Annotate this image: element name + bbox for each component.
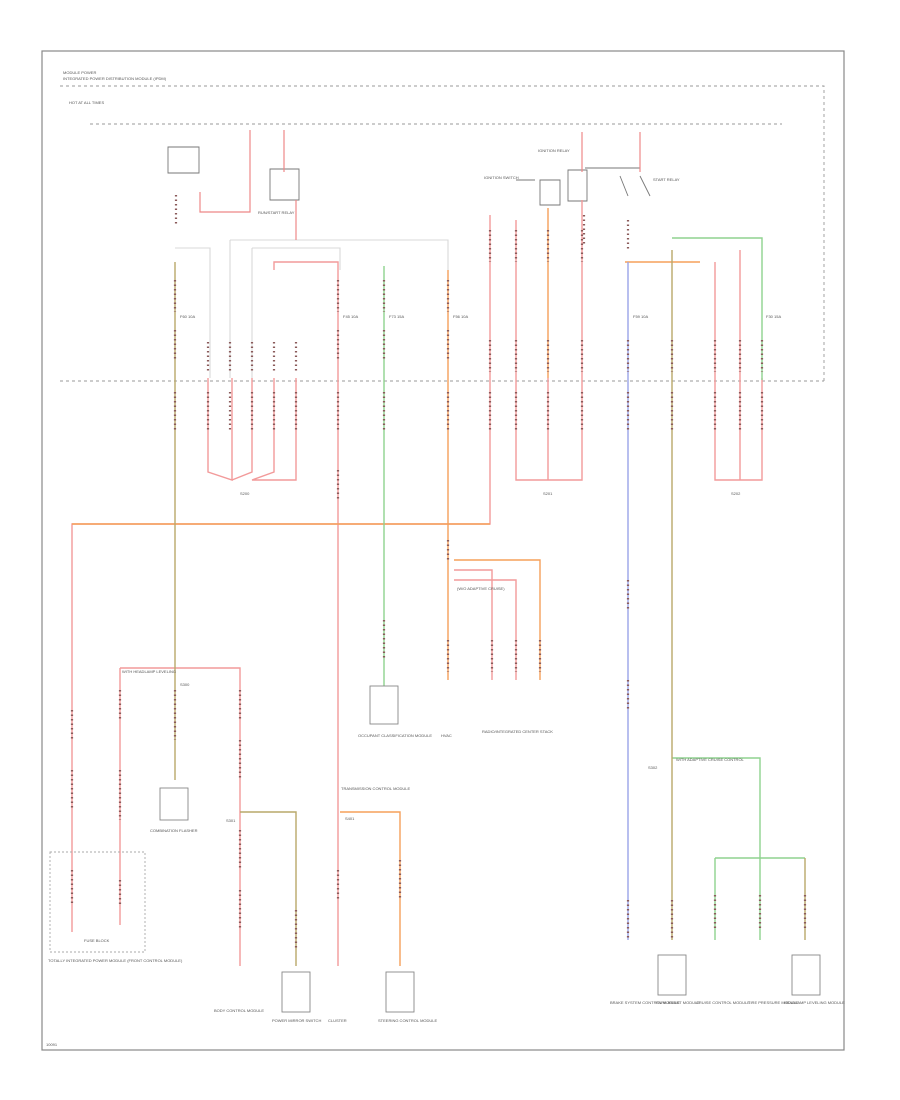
radio-label: RADIO/INTEGRATED CENTER STACK	[482, 729, 553, 734]
bus-lines-grey	[175, 239, 449, 378]
head-lamp-box	[791, 954, 821, 996]
fuse-block-caption: TOTALLY INTEGRATED POWER MODULE (FRONT C…	[48, 958, 183, 963]
cluster-label: CLUSTER	[328, 1018, 347, 1023]
fuse-block-outline	[49, 851, 146, 953]
splice-label: S300	[180, 682, 190, 687]
fuse-labels: F60 10A F45 10A F73 15A F56 10A F59 10A …	[180, 314, 781, 319]
hvac-label: HVAC	[441, 733, 452, 738]
splice-label: S202	[731, 491, 741, 496]
park-assist-label: PARK ASSIST MODULE	[656, 1000, 700, 1005]
cruise-ctrl-label: CRUISE CONTROL MODULE	[696, 1000, 750, 1005]
body-ctrl-label: BODY CONTROL MODULE	[214, 1008, 264, 1013]
brake-ctrl-label: BRAKE SYSTEM CONTROL MODULE	[610, 1000, 680, 1005]
splice-label: S301	[226, 818, 236, 823]
fuse-label: F60 10A	[180, 314, 195, 319]
header-line1: MODULE POWER	[63, 70, 96, 75]
tire-pressure-label: TIRE PRESSURE MODULE	[748, 1000, 799, 1005]
relay-left-label: RUN/START RELAY	[258, 210, 295, 215]
power-mirror-box	[281, 971, 311, 1013]
airbag-label: OCCUPANT CLASSIFICATION MODULE	[358, 733, 432, 738]
power-mirror-label: POWER MIRROR SWITCH	[272, 1018, 321, 1023]
note-bus-right: WITH ADAPTIVE CRUISE CONTROL	[676, 757, 745, 762]
fuse-label: F59 10A	[633, 314, 648, 319]
top-relays	[167, 146, 651, 206]
top-red-wires	[199, 130, 641, 240]
relay-start-label: START RELAY	[653, 177, 680, 182]
connector-marks	[70, 195, 807, 950]
fuse-label: F30 15A	[766, 314, 781, 319]
relay-keyin-label: IGNITION SWITCH	[484, 175, 519, 180]
fuse-label: F73 15A	[389, 314, 404, 319]
note-diag: (W/O ADAPTIVE CRUISE)	[457, 586, 505, 591]
steering-ctrl-box	[385, 971, 415, 1013]
footer-code: 10091	[46, 1042, 58, 1047]
header-line2: INTEGRATED POWER DISTRIBUTION MODULE (IP…	[63, 76, 167, 81]
ipdm-boundary	[60, 85, 825, 382]
note-bus-top: WITH HEADLAMP LEVELING	[122, 669, 176, 674]
fuse-label: F45 10A	[343, 314, 358, 319]
steering-ctrl-label: STEERING CONTROL MODULE	[378, 1018, 438, 1023]
fuse-label: F56 10A	[453, 314, 468, 319]
component-boxes	[159, 685, 821, 1013]
comb-flasher-label: COMBINATION FLASHER	[150, 828, 198, 833]
diagram-frame	[41, 50, 845, 1051]
wire-orange	[72, 208, 700, 966]
park-assist-box	[657, 954, 687, 996]
header-sub: HOT AT ALL TIMES	[69, 100, 104, 105]
head-lamp-label: HEADLAMP LEVELING MODULE	[784, 1000, 845, 1005]
fuse-block-label: FUSE BLOCK	[84, 938, 110, 943]
splice-label: S200	[240, 491, 250, 496]
splice-label: S302	[648, 765, 658, 770]
airbag-box	[369, 685, 399, 725]
splice-label: S201	[543, 491, 553, 496]
relay-center-label: IGNITION RELAY	[538, 148, 570, 153]
splice-labels: S200 S201 S202 S300 S301 S302 S401	[180, 491, 741, 823]
splice-label: S401	[345, 816, 355, 821]
trans-label: TRANSMISSION CONTROL MODULE	[341, 786, 411, 791]
wire-green	[383, 237, 805, 940]
comb-flasher-box	[159, 787, 189, 821]
